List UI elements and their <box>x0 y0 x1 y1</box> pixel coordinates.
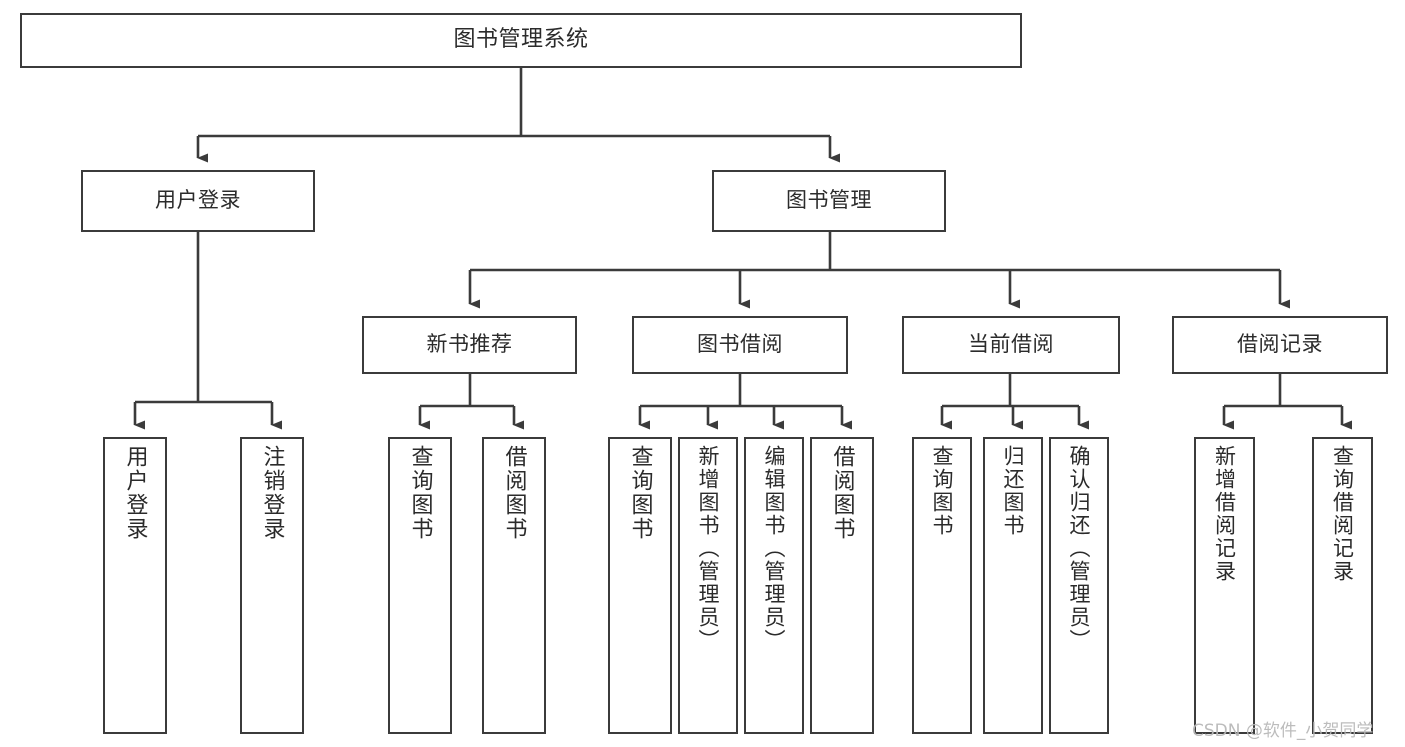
node-leaf-query-borrow-record-label: 查询借阅记录 <box>1330 445 1355 583</box>
node-new-book-recommend-label: 新书推荐 <box>426 332 513 357</box>
node-leaf-add-borrow-record-label: 新增借阅记录 <box>1212 445 1237 583</box>
node-leaf-recommend-borrow-book-label: 借阅图书 <box>501 445 527 541</box>
node-leaf-recommend-borrow-book[interactable]: 借阅图书 <box>482 437 546 734</box>
node-leaf-add-book-admin[interactable]: 新增图书（管理员） <box>678 437 738 734</box>
node-root-system[interactable]: 图书管理系统 <box>20 13 1022 68</box>
node-current-borrow-label: 当前借阅 <box>968 332 1054 357</box>
node-leaf-logout-label: 注销登录 <box>259 445 285 541</box>
node-leaf-user-login-label: 用户登录 <box>122 445 148 541</box>
node-leaf-current-query-book[interactable]: 查询图书 <box>912 437 972 734</box>
node-leaf-recommend-query-book[interactable]: 查询图书 <box>388 437 452 734</box>
node-new-book-recommend[interactable]: 新书推荐 <box>362 316 577 374</box>
node-borrow-record-label: 借阅记录 <box>1237 332 1323 357</box>
node-current-borrow[interactable]: 当前借阅 <box>902 316 1120 374</box>
node-book-borrow-label: 图书借阅 <box>697 332 783 357</box>
node-leaf-edit-book-admin[interactable]: 编辑图书（管理员） <box>744 437 804 734</box>
node-leaf-current-query-book-label: 查询图书 <box>930 445 955 537</box>
node-leaf-query-borrow-record[interactable]: 查询借阅记录 <box>1312 437 1373 734</box>
node-leaf-edit-book-admin-label: 编辑图书（管理员） <box>762 445 787 652</box>
node-book-management-label: 图书管理 <box>786 188 872 213</box>
node-leaf-borrow-book[interactable]: 借阅图书 <box>810 437 874 734</box>
node-root-system-label: 图书管理系统 <box>453 27 589 53</box>
node-leaf-confirm-return-admin-label: 确认归还（管理员） <box>1067 445 1092 652</box>
node-user-login[interactable]: 用户登录 <box>81 170 315 232</box>
node-user-login-label: 用户登录 <box>155 188 241 213</box>
node-leaf-borrow-query-book[interactable]: 查询图书 <box>608 437 672 734</box>
node-book-management[interactable]: 图书管理 <box>712 170 946 232</box>
node-leaf-borrow-book-label: 借阅图书 <box>829 445 855 541</box>
node-leaf-logout[interactable]: 注销登录 <box>240 437 304 734</box>
node-leaf-add-borrow-record[interactable]: 新增借阅记录 <box>1194 437 1255 734</box>
node-book-borrow[interactable]: 图书借阅 <box>632 316 848 374</box>
node-leaf-borrow-query-book-label: 查询图书 <box>627 445 653 541</box>
node-leaf-user-login[interactable]: 用户登录 <box>103 437 167 734</box>
csdn-watermark: CSDN @软件_小贺同学 <box>1192 721 1374 741</box>
node-leaf-return-book-label: 归还图书 <box>1001 445 1026 537</box>
node-leaf-confirm-return-admin[interactable]: 确认归还（管理员） <box>1049 437 1109 734</box>
node-leaf-recommend-query-book-label: 查询图书 <box>407 445 433 541</box>
node-borrow-record[interactable]: 借阅记录 <box>1172 316 1388 374</box>
node-leaf-add-book-admin-label: 新增图书（管理员） <box>696 445 721 652</box>
node-leaf-return-book[interactable]: 归还图书 <box>983 437 1043 734</box>
